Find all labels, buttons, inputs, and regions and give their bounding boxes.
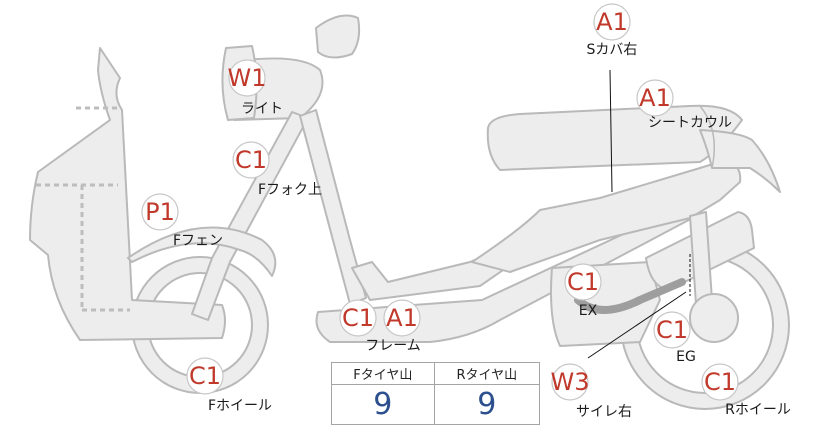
seat xyxy=(486,104,743,171)
marker-code: C1 xyxy=(342,304,374,332)
marker-label: Fフェン xyxy=(173,233,223,249)
front-fender xyxy=(127,226,277,277)
marker-label: Sカバ右 xyxy=(587,42,638,58)
marker-label: EX xyxy=(579,303,598,319)
marker-circle xyxy=(141,193,179,231)
marker-code: C1 xyxy=(235,146,267,174)
marker-label: Fホイール xyxy=(208,398,272,414)
f-tire-header: Fタイヤ山 xyxy=(331,362,435,385)
marker-code: C1 xyxy=(567,268,599,296)
f-tire-value: 9 xyxy=(331,383,435,425)
leader-silencer-2 xyxy=(587,291,687,359)
marker-code: C1 xyxy=(656,316,688,344)
marker-label: サイレ右 xyxy=(576,404,632,420)
marker-frame-a: A1 フレーム xyxy=(365,299,421,354)
handlebar xyxy=(315,14,361,59)
marker-circle xyxy=(383,299,421,337)
marker-label: ライト xyxy=(241,101,283,117)
marker-circle xyxy=(228,59,266,97)
marker-code: P1 xyxy=(145,198,175,226)
marker-label: シートカウル xyxy=(648,115,732,131)
marker-label: Rホイール xyxy=(725,402,791,418)
seat-cowl-tail xyxy=(699,129,781,193)
marker-code: W1 xyxy=(228,64,267,92)
marker-light: W1 ライト xyxy=(228,59,283,117)
marker-circle xyxy=(593,3,631,41)
leader-s-cover xyxy=(609,69,613,193)
marker-code: A1 xyxy=(386,304,418,332)
marker-code: A1 xyxy=(639,84,671,112)
rear-hub xyxy=(689,293,739,343)
marker-circle xyxy=(636,79,674,117)
marker-circle xyxy=(701,363,739,401)
marker-circle xyxy=(339,299,377,337)
tire-depth-table: Fタイヤ山 Rタイヤ山 9 9 xyxy=(331,362,541,425)
marker-frame-c: C1 xyxy=(339,299,377,337)
marker-seat-cowl: A1 シートカウル xyxy=(636,79,732,131)
marker-circle xyxy=(653,311,691,349)
marker-label: EG xyxy=(676,349,696,365)
marker-circle xyxy=(186,357,224,395)
marker-circle xyxy=(232,141,270,179)
marker-code: C1 xyxy=(189,362,221,390)
r-tire-value: 9 xyxy=(433,383,541,425)
marker-circle xyxy=(564,263,602,301)
exhaust-pipe xyxy=(574,278,686,314)
marker-label: Fフォク上 xyxy=(258,182,322,198)
steering-tube xyxy=(299,109,367,305)
marker-code: C1 xyxy=(704,368,736,396)
marker-code: A1 xyxy=(596,8,628,36)
r-tire-header: Rタイヤ山 xyxy=(433,362,541,385)
seat-seam xyxy=(699,105,715,169)
marker-circle xyxy=(551,363,589,401)
marker-silencer-right: W3 サイレ右 xyxy=(551,363,632,420)
marker-code: W3 xyxy=(551,368,590,396)
front-shield xyxy=(29,47,226,341)
marker-label: フレーム xyxy=(365,338,421,354)
